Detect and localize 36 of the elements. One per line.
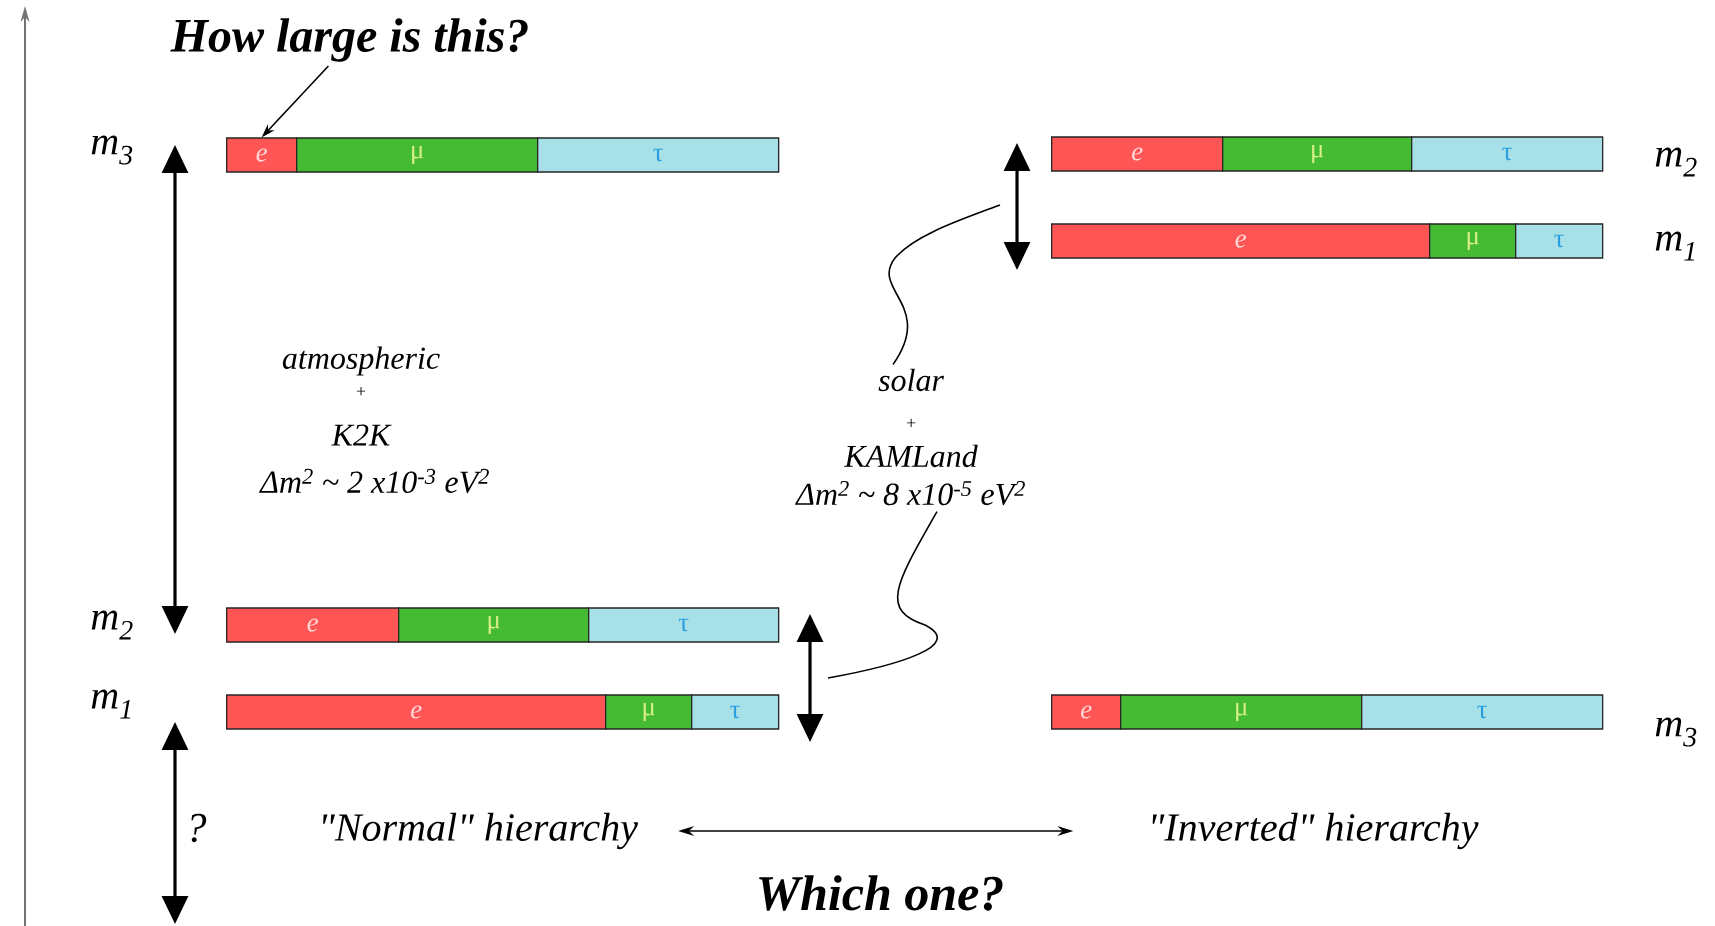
flavour-segment: μ — [296, 137, 539, 173]
flavour-segment: τ — [1515, 223, 1604, 259]
leader-line — [888, 204, 1001, 366]
flavour-segment: μ — [605, 694, 693, 730]
hierarchy-label: "Normal" hierarchy — [323, 812, 638, 850]
flavour-segment: μ — [398, 607, 590, 643]
flavour-segment: e — [226, 137, 298, 173]
flavour-segment: e — [1051, 136, 1224, 172]
flavour-segment: τ — [1361, 694, 1604, 730]
mass-label: m$_{1}$ — [91, 689, 131, 719]
mass-label: m$_{3}$ — [1655, 717, 1697, 747]
flavour-segment: e — [1051, 223, 1431, 259]
leader-line — [827, 510, 938, 679]
question-heading: How large is this? — [170, 18, 528, 62]
mass-splitting-label: Δm$^{2}$ ~ 2 x10$^{-3}$ eV$^{2}$ — [259, 468, 489, 494]
mass-label: m$_{3}$ — [91, 135, 133, 165]
flavour-segment: e — [1051, 694, 1122, 730]
plus-sign: + — [356, 386, 366, 396]
flavour-segment: μ — [1429, 223, 1517, 259]
flavour-segment: τ — [588, 607, 780, 643]
mass-label: m$_{2}$ — [1655, 147, 1697, 177]
flavour-segment: e — [226, 694, 607, 730]
experiment-label: K2K — [331, 424, 392, 446]
flavour-segment: μ — [1222, 136, 1413, 172]
flavour-segment: τ — [537, 137, 780, 173]
question-heading: Which one? — [759, 875, 1003, 911]
measurement-text: solar + KAMLand Δm$^{2}$ ~ 8 x10$^{-5}$ eV$^{2}$ — [795, 368, 1025, 506]
mass-label: m$_{2}$ — [91, 610, 133, 640]
question-mark: ? — [191, 813, 207, 843]
flavour-segment: τ — [1411, 136, 1604, 172]
flavour-segment: μ — [1120, 694, 1363, 730]
flavour-segment: e — [226, 607, 400, 643]
flavour-segment: τ — [691, 694, 780, 730]
mass-label: m$_{1}$ — [1655, 231, 1695, 261]
hierarchy-label: "Inverted" hierarchy — [1152, 812, 1479, 850]
experiment-label: atmospheric — [282, 346, 440, 376]
